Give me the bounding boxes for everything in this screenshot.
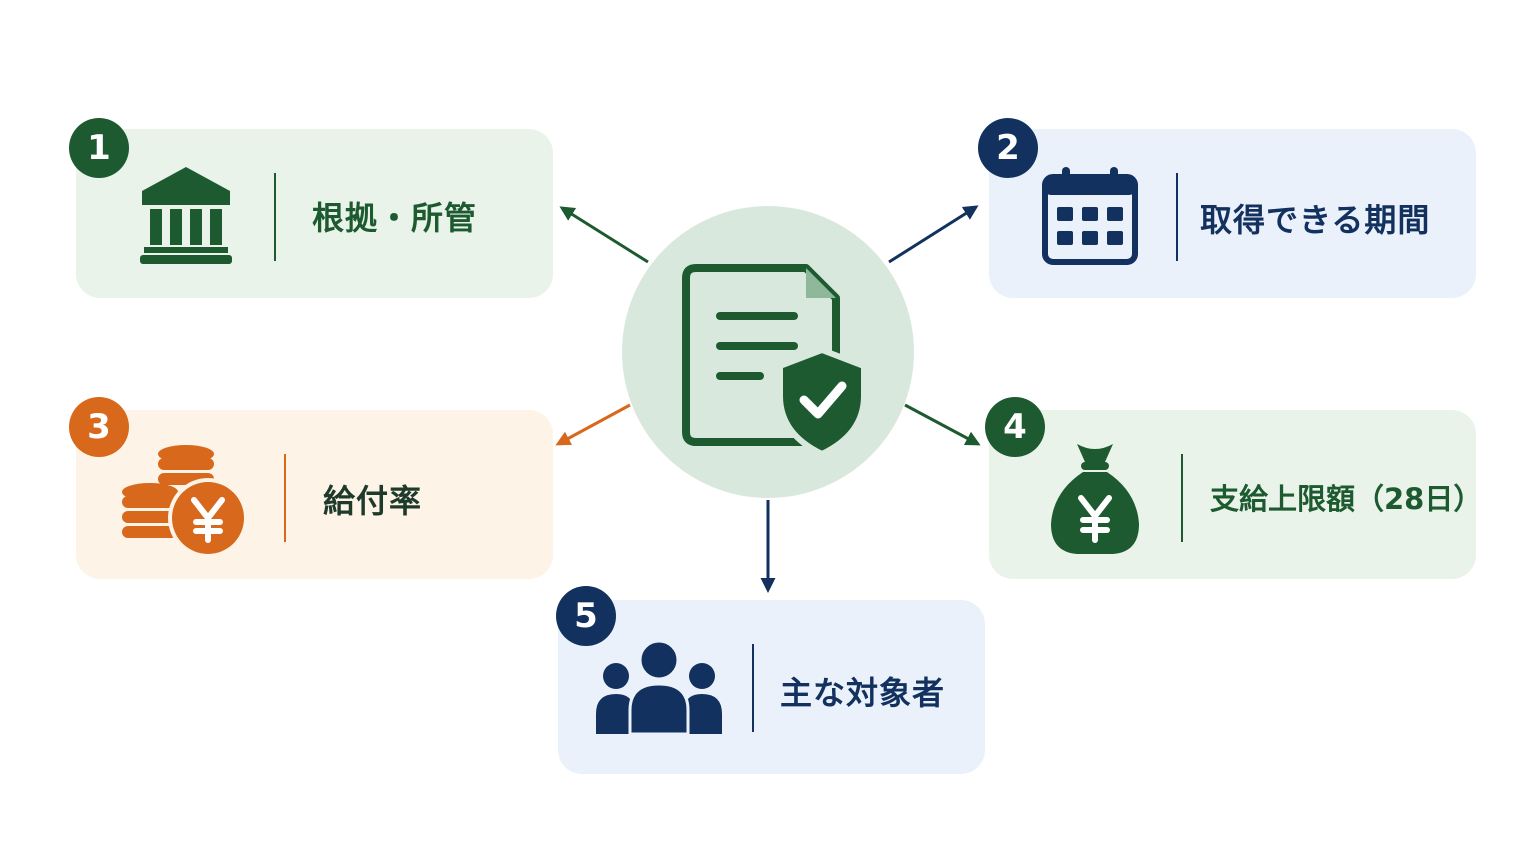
card-divider	[274, 173, 276, 261]
document-shield-check-icon	[682, 264, 862, 458]
yen-coins-icon	[122, 445, 248, 556]
item-number-badge-3: 3	[69, 397, 129, 457]
arrow-to-item-2	[888, 205, 979, 264]
card-divider	[284, 454, 286, 542]
item-label-4: 支給上限額（28日）	[1210, 482, 1483, 516]
arrow-to-item-1	[559, 206, 649, 264]
arrow-to-item-4	[904, 403, 981, 446]
item-number-badge-2: 2	[978, 118, 1038, 178]
calendar-icon	[1042, 167, 1138, 265]
item-number-badge-4: 4	[985, 397, 1045, 457]
item-card-2: 取得できる期間	[989, 129, 1476, 298]
item-number-badge-5: 5	[556, 586, 616, 646]
item-label-2: 取得できる期間	[1200, 201, 1431, 239]
item-card-3: 給付率	[76, 410, 553, 579]
item-label-1: 根拠・所管	[312, 199, 478, 237]
card-divider	[1181, 454, 1183, 542]
government-building-icon	[140, 167, 232, 264]
item-card-5: 主な対象者	[558, 600, 985, 774]
yen-money-bag-icon	[1051, 444, 1139, 554]
item-card-4: 支給上限額（28日）	[989, 410, 1482, 579]
card-divider	[1176, 173, 1178, 261]
item-label-5: 主な対象者	[780, 674, 946, 712]
people-group-icon	[596, 640, 722, 736]
item-number-badge-1: 1	[69, 118, 129, 178]
card-divider	[752, 644, 754, 732]
item-label-3: 給付率	[323, 482, 423, 520]
center-hub	[622, 206, 914, 498]
item-card-1: 根拠・所管	[76, 129, 553, 298]
arrow-to-item-3	[555, 403, 631, 446]
